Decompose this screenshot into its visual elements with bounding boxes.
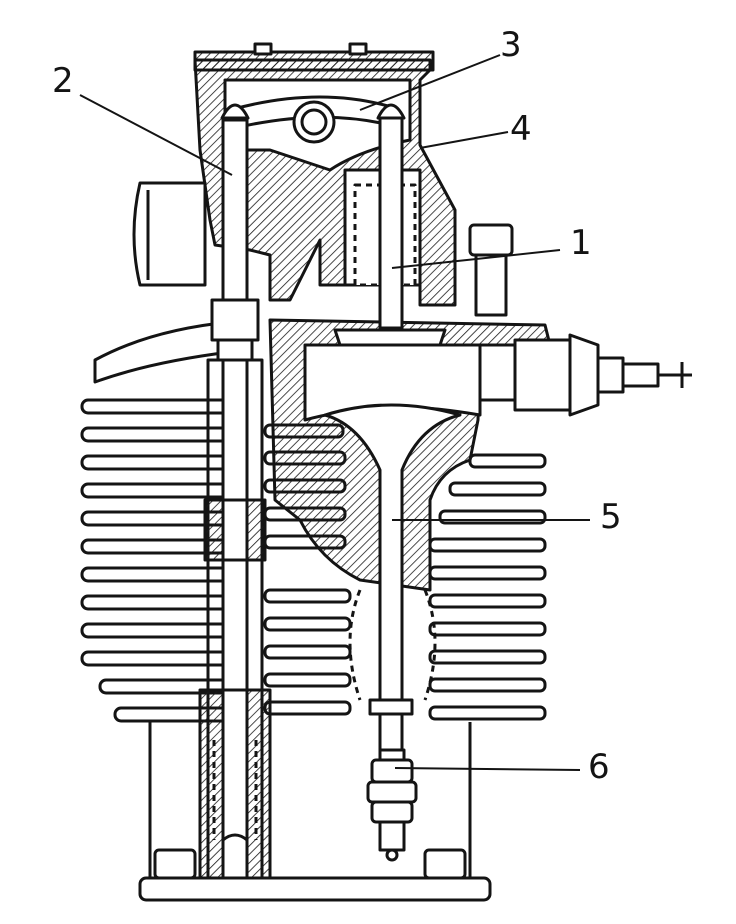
valve-assembly bbox=[323, 103, 462, 752]
leader-line-2 bbox=[79, 94, 233, 176]
callout-6: 6 bbox=[588, 747, 610, 787]
head-stud-nut bbox=[468, 223, 514, 317]
cylinder-base bbox=[138, 722, 492, 902]
exhaust-port bbox=[132, 181, 207, 287]
callout-4: 4 bbox=[510, 109, 532, 149]
pushrod-assembly bbox=[198, 103, 272, 902]
cooling-fins-left bbox=[80, 320, 234, 723]
leader-line-1 bbox=[391, 249, 561, 269]
leader-line-6 bbox=[394, 767, 581, 771]
rocker-cover bbox=[193, 50, 435, 72]
callout-1: 1 bbox=[570, 223, 592, 263]
callout-3: 3 bbox=[500, 25, 522, 65]
leader-line-3 bbox=[359, 54, 501, 111]
cooling-fins-right bbox=[428, 453, 547, 721]
leader-line-4 bbox=[419, 131, 509, 149]
callout-2: 2 bbox=[52, 61, 74, 101]
callout-5: 5 bbox=[600, 497, 622, 537]
spark-plug bbox=[478, 333, 692, 417]
